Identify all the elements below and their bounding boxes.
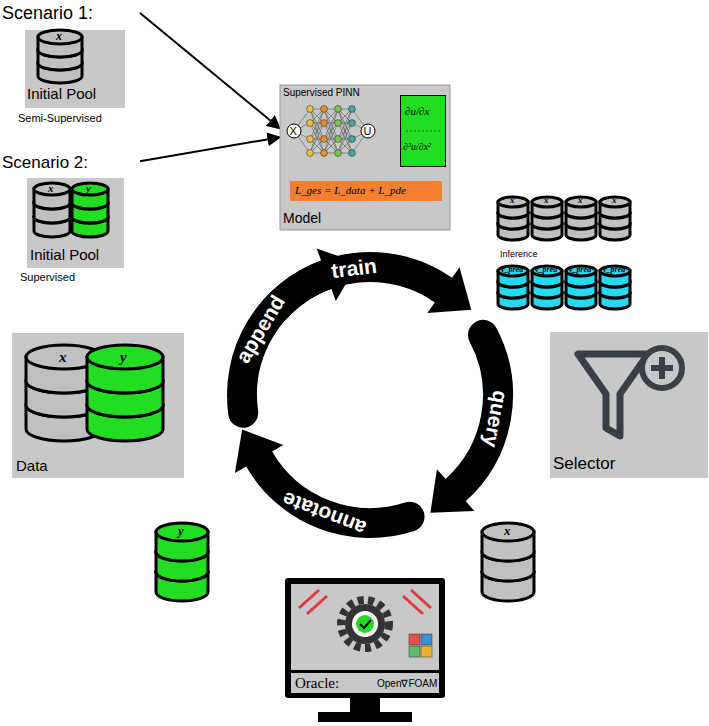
node-text: ∂u/∂x xyxy=(405,105,429,117)
inference-db: x xyxy=(496,195,530,240)
node-text: x xyxy=(612,196,617,206)
node-text: U xyxy=(364,125,372,137)
node-text: Selector xyxy=(553,455,615,474)
node-text: Semi-Supervised xyxy=(18,112,102,124)
node-text: y_pred xyxy=(501,266,523,275)
cycle-arrowhead xyxy=(235,430,283,473)
connector-arrow xyxy=(140,13,280,129)
node-text: x xyxy=(544,196,549,206)
node-text: Supervised xyxy=(20,271,75,283)
node-text: Initial Pool xyxy=(27,86,96,103)
node-text: Scenario 2: xyxy=(2,154,88,173)
node-text: Supervised PINN xyxy=(283,87,360,98)
prediction-db: y_pred xyxy=(496,264,530,309)
node-text: x xyxy=(510,196,515,206)
node-text: Model xyxy=(283,211,321,226)
node-text: y_pred xyxy=(535,266,557,275)
node-text: Scenario 1: xyxy=(2,4,93,24)
node-text: x xyxy=(48,182,54,194)
cycle-arrowhead xyxy=(427,267,471,313)
oracle-monitor: Oracle: Open∇FOAM xyxy=(285,578,445,698)
node-text: y xyxy=(178,524,184,538)
node-text: ∂²u/∂x² xyxy=(403,141,431,152)
initial-pool-box: Scenario 1: xInitial PoolSemi-Supervised xyxy=(0,0,140,130)
output-node: U xyxy=(360,123,376,139)
model-box: Supervised PINN Model X U ∂u/∂x ∂²u/∂x² L_ges … xyxy=(280,85,450,230)
inference-db: x xyxy=(564,195,598,240)
prediction-db: y_pred xyxy=(530,264,564,309)
inference-db: x xyxy=(598,195,632,240)
node-text: L_ges = L_data + L_pde xyxy=(295,184,406,196)
initial-pool-box: Scenario 2: x yInitial PoolSupervised xyxy=(0,150,140,290)
input-node: X xyxy=(286,123,302,139)
data-box: x yData xyxy=(12,333,184,478)
node-text: y_pred xyxy=(603,266,625,275)
loss-box: L_ges = L_data + L_pde xyxy=(290,181,442,201)
node-text: x xyxy=(504,524,511,538)
prediction-db: y_pred xyxy=(564,264,598,309)
inference-db: x xyxy=(530,195,564,240)
node-text: x xyxy=(56,30,62,43)
node-text: Data xyxy=(16,458,48,475)
node-text: y xyxy=(120,349,127,366)
monitor-stand xyxy=(318,697,412,722)
cycle-step-label: annotate xyxy=(280,489,369,540)
prediction-db: y_pred xyxy=(598,264,632,309)
cycle-step-label: train xyxy=(331,255,379,281)
annotation-db: y xyxy=(152,520,212,600)
node-text: x xyxy=(578,196,583,206)
node-text: x xyxy=(59,349,67,366)
node-text: y xyxy=(86,182,91,194)
node-text: X xyxy=(290,125,297,137)
cycle-arrowhead xyxy=(430,469,474,513)
connector-arrow xyxy=(140,137,280,161)
node-text: Oracle: xyxy=(295,675,339,692)
caption-label: Inference xyxy=(500,250,538,259)
node-text: Open∇FOAM xyxy=(377,678,437,689)
derivative-box: ∂u/∂x ∂²u/∂x² xyxy=(400,95,446,167)
selector-box: Selector xyxy=(550,332,708,478)
node-text: Initial Pool xyxy=(30,247,99,264)
data-box-shape xyxy=(12,333,184,478)
query-db: x xyxy=(478,520,538,600)
node-text: y_pred xyxy=(569,266,591,275)
